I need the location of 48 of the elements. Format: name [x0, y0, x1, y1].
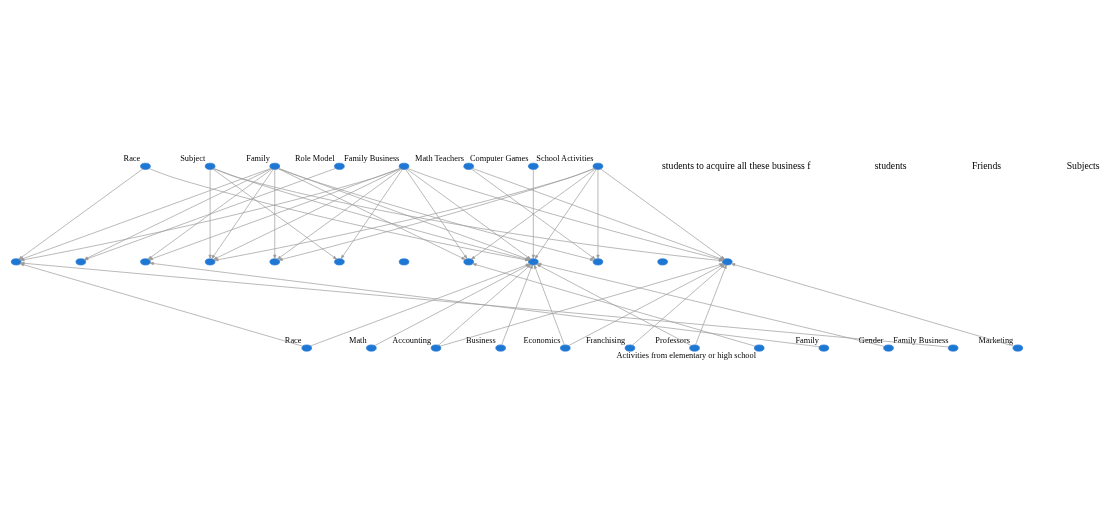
arrow: [534, 168, 597, 259]
node-ellipse: [947, 344, 959, 352]
node-ellipse: [463, 162, 474, 170]
arrow: [277, 168, 466, 260]
node-ellipse: [689, 344, 700, 352]
arrow: [211, 168, 274, 259]
arrow: [212, 168, 338, 260]
label: Friends: [971, 159, 1002, 171]
arrow: [731, 263, 1015, 347]
node-ellipse: [528, 162, 539, 170]
node-ellipse: [269, 162, 280, 170]
arrow: [536, 263, 692, 346]
node-ellipse: [1012, 344, 1023, 352]
arrow: [148, 168, 401, 261]
arrow: [596, 169, 600, 259]
arrow: [533, 264, 565, 346]
label: students: [874, 159, 907, 171]
node-ellipse: [592, 162, 604, 170]
arrow: [147, 168, 273, 260]
arrow: [273, 169, 277, 259]
node-ellipse: [495, 344, 506, 352]
node-ellipse: [430, 344, 442, 352]
arrow: [208, 169, 212, 259]
node-ellipse: [301, 344, 312, 352]
node-ellipse: [624, 344, 636, 352]
node-circle: [269, 258, 280, 266]
node-ellipse: [140, 162, 151, 170]
node-ellipse: [818, 344, 830, 352]
node-circle: [140, 258, 151, 266]
node-circle: [722, 258, 733, 266]
node-ellipse: [560, 344, 571, 352]
node-circle: [657, 258, 668, 266]
node-ellipse: [883, 344, 894, 352]
arrow: [340, 168, 403, 259]
node-ellipse: [334, 162, 345, 170]
arrow: [405, 168, 468, 259]
label: Subjects: [1066, 159, 1100, 171]
arrow: [277, 168, 402, 260]
arrow: [531, 169, 535, 259]
node-circle: [592, 258, 604, 266]
node-ellipse: [204, 162, 216, 170]
node-ellipse: [366, 344, 377, 352]
node-ellipse: [398, 162, 410, 170]
node-circle: [398, 258, 410, 266]
node-circle: [334, 258, 345, 266]
arrow: [213, 168, 402, 260]
node-ellipse: [754, 344, 765, 352]
label: students to acquire all these business f: [662, 159, 811, 171]
